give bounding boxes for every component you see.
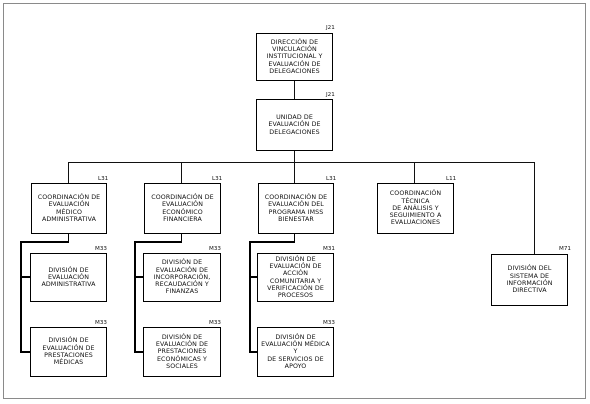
- box-div-medica-serv-label: DIVISIÓN DE EVALUACIÓN MÉDICA Y DE SERVI…: [261, 333, 330, 370]
- box-coord-prog: COORDINACIÓN DE EVALUACIÓN DEL PROGRAMA …: [258, 183, 334, 234]
- box-coord-tec: COORDINACIÓN TÉCNICA DE ANÁLISIS Y SEGUI…: [377, 183, 454, 234]
- connector-econ-branch: [134, 241, 182, 243]
- connector-prog-branch: [249, 241, 295, 243]
- connector-horizontal-bus: [68, 162, 535, 163]
- connector-admin-spine: [20, 241, 22, 353]
- code-div-prest-econ: M33: [209, 320, 221, 326]
- code-coord-admin: L31: [98, 176, 109, 182]
- connector-econ-down: [181, 233, 182, 242]
- code-div-incorp: M33: [209, 246, 221, 252]
- box-coord-econ-label: COORDINACIÓN DE EVALUACIÓN ECONÓMICO FIN…: [151, 193, 214, 223]
- code-div-medica-serv: M33: [323, 320, 335, 326]
- box-div-medica-serv: DIVISIÓN DE EVALUACIÓN MÉDICA Y DE SERVI…: [257, 327, 334, 377]
- code-div-accion: M31: [323, 246, 335, 252]
- connector-drop-econ: [181, 162, 182, 183]
- org-chart-frame: [3, 3, 586, 399]
- box-div-prest-med-label: DIVISIÓN DE EVALUACIÓN DE PRESTACIONES M…: [42, 337, 95, 367]
- connector-drop-prog: [294, 162, 295, 183]
- code-unidad: J21: [326, 92, 335, 98]
- code-coord-tec: L11: [446, 176, 457, 182]
- box-coord-econ: COORDINACIÓN DE EVALUACIÓN ECONÓMICO FIN…: [144, 183, 221, 234]
- box-div-incorp-label: DIVISIÓN DE EVALUACIÓN DE INCORPORACIÓN,…: [153, 259, 211, 296]
- code-div-sistema: M71: [559, 246, 571, 252]
- box-unidad-label: UNIDAD DE EVALUACIÓN DE DELEGACIONES: [268, 114, 321, 136]
- connector-econ-to-div2: [134, 351, 143, 353]
- box-div-sistema: DIVISIÓN DEL SISTEMA DE INFORMACIÓN DIRE…: [491, 254, 568, 306]
- connector-admin-to-div2: [20, 351, 30, 353]
- connector-unidad-bus: [294, 150, 295, 163]
- code-coord-econ: L31: [212, 176, 223, 182]
- connector-econ-spine: [134, 241, 136, 353]
- connector-prog-to-div2: [249, 351, 257, 353]
- code-div-eval-admin: M33: [95, 246, 107, 252]
- box-coord-tec-label: COORDINACIÓN TÉCNICA DE ANÁLISIS Y SEGUI…: [389, 190, 442, 227]
- box-div-sistema-label: DIVISIÓN DEL SISTEMA DE INFORMACIÓN DIRE…: [506, 265, 553, 295]
- box-direccion-label: DIRECCIÓN DE VINCULACIÓN INSTITUCIONAL Y…: [266, 38, 323, 75]
- code-direccion: J21: [326, 25, 335, 31]
- connector-prog-to-div1: [249, 276, 257, 278]
- box-div-eval-admin-label: DIVISIÓN DE EVALUACIÓN ADMINISTRATIVA: [41, 266, 96, 289]
- connector-drop-tec: [414, 162, 415, 183]
- connector-drop-admin: [68, 162, 69, 183]
- box-unidad: UNIDAD DE EVALUACIÓN DE DELEGACIONES: [256, 99, 333, 151]
- box-coord-admin: COORDINACIÓN DE EVALUACIÓN MÉDICO ADMINI…: [31, 183, 107, 234]
- box-direccion: DIRECCIÓN DE VINCULACIÓN INSTITUCIONAL Y…: [256, 33, 333, 81]
- connector-admin-down: [68, 233, 69, 242]
- connector-prog-down: [294, 233, 295, 242]
- box-coord-prog-label: COORDINACIÓN DE EVALUACIÓN DEL PROGRAMA …: [264, 193, 328, 223]
- box-div-prest-med: DIVISIÓN DE EVALUACIÓN DE PRESTACIONES M…: [30, 327, 107, 377]
- code-div-prest-med: M33: [95, 320, 107, 326]
- box-div-prest-econ: DIVISIÓN DE EVALUACIÓN DE PRESTACIONES E…: [143, 327, 221, 377]
- box-div-eval-admin: DIVISIÓN DE EVALUACIÓN ADMINISTRATIVA: [30, 253, 107, 302]
- connector-admin-to-div1: [20, 276, 30, 278]
- connector-direccion-unidad: [294, 80, 295, 99]
- box-div-accion: DIVISIÓN DE EVALUACIÓN DE ACCIÓN COMUNIT…: [257, 253, 334, 302]
- connector-admin-branch: [20, 241, 69, 243]
- box-coord-admin-label: COORDINACIÓN DE EVALUACIÓN MÉDICO ADMINI…: [37, 193, 101, 223]
- connector-drop-sistema: [534, 162, 535, 254]
- box-div-accion-label: DIVISIÓN DE EVALUACIÓN DE ACCIÓN COMUNIT…: [267, 255, 324, 300]
- code-coord-prog: L31: [326, 176, 337, 182]
- box-div-incorp: DIVISIÓN DE EVALUACIÓN DE INCORPORACIÓN,…: [143, 253, 221, 302]
- box-div-prest-econ-label: DIVISIÓN DE EVALUACIÓN DE PRESTACIONES E…: [155, 333, 209, 370]
- connector-econ-to-div1: [134, 276, 143, 278]
- connector-prog-spine: [249, 241, 251, 353]
